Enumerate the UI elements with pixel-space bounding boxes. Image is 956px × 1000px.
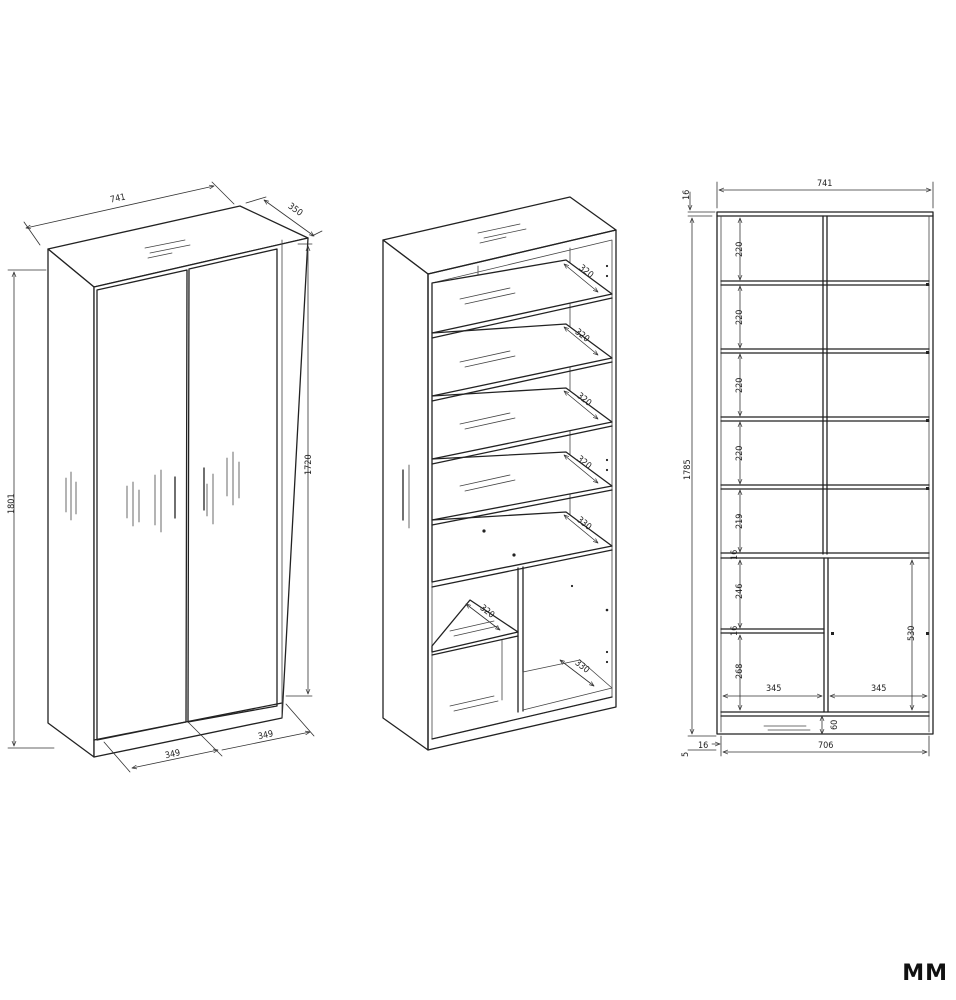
front-outer-body [716,211,934,735]
door-left-width-label: 349 [164,748,181,761]
front-width-label: 741 [817,179,832,189]
closed-front [93,237,309,758]
compartment-2-height: 220 [735,310,745,325]
open-left-side [382,239,429,751]
closed-reflection-marks [65,239,240,533]
inner-width-label: 706 [818,741,833,751]
front-shelves [720,280,930,559]
open-carcass [427,229,617,751]
compartment-1-height: 220 [735,242,745,257]
lower-bottom-height: 268 [735,664,745,679]
cell-left-width: 345 [766,684,781,694]
lower-top-height: 246 [735,584,745,599]
lower-right-height: 530 [907,626,917,641]
plinth-height-label: 60 [830,720,840,730]
compartment-5-height: 219 [735,514,745,529]
lower-divider-thickness: 16 [730,626,740,636]
side-thickness-label: 16 [698,741,708,751]
closed-width-label: 741 [109,193,126,206]
shelf-pin-holes [482,264,609,664]
open-shelves [431,259,613,583]
front-elevation-view: 741 16 1785 220 220 220 220 219 [681,179,934,757]
closed-wardrobe-view: 741 350 1801 1720 349 [7,181,323,773]
closed-total-height-label: 1801 [7,493,17,514]
front-total-height-label: 1785 [683,459,693,480]
compartment-4-height: 220 [735,446,745,461]
open-wardrobe-view: 320 320 320 320 330 320 330 [382,196,617,751]
open-top-panel [382,196,617,275]
foot-height-label: 5 [681,752,691,757]
cell-right-width: 345 [871,684,886,694]
door-right [187,248,278,723]
door-right-width-label: 349 [257,729,274,742]
compartment-3-height: 220 [735,378,745,393]
divider-thickness-label: 16 [730,550,740,560]
unit-label: MM [902,961,948,986]
closed-depth-label: 350 [286,202,304,219]
closed-body-height-label: 1720 [304,454,314,475]
front-top-thickness-label: 16 [682,190,692,200]
